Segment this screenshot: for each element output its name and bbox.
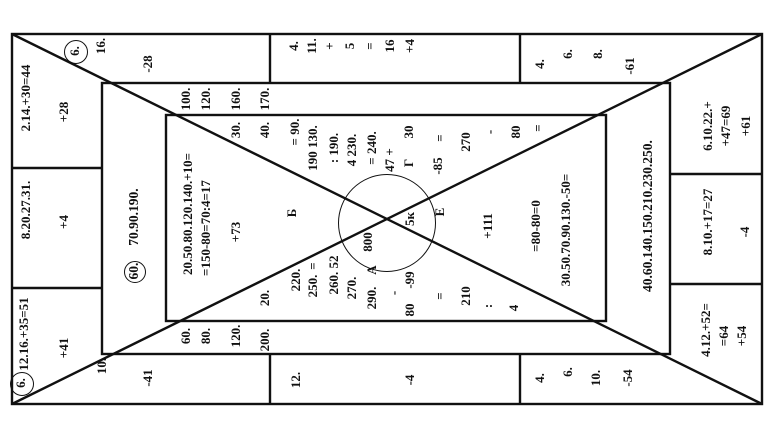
cell-text: 30.	[228, 121, 243, 139]
cell-text: 220.	[288, 268, 303, 292]
circle-mark	[10, 372, 34, 396]
cell-text: +	[322, 42, 337, 50]
cell-text: =80-80=0	[528, 200, 543, 252]
cell-text: 120.	[228, 324, 243, 348]
cell-text: 12.	[288, 371, 303, 389]
cell-text: 20.	[257, 289, 272, 307]
cell-text: 30.50.70.90.130.-50=	[558, 173, 573, 287]
cell-text: 40.	[257, 121, 272, 139]
outer-border	[10, 32, 764, 406]
cell-text: 260. 52	[326, 255, 341, 295]
cell-text: E	[432, 207, 447, 217]
cell-text: 80	[402, 303, 417, 317]
cell-text: =	[432, 292, 447, 300]
cell-text: 800	[360, 232, 375, 252]
cell-text: 6.	[13, 378, 28, 388]
cell-text: 250.	[305, 274, 320, 298]
cell-text: = 240.	[364, 131, 379, 165]
cell-text: +111	[480, 213, 495, 239]
cell-text: =64	[716, 325, 731, 347]
cell-text: 47 +	[382, 148, 397, 172]
cell-text: 4	[506, 304, 521, 312]
cell-text: -4	[402, 374, 417, 386]
cell-text: -4	[737, 226, 752, 238]
cell-text: 8.10.+17=27	[700, 188, 715, 256]
cell-text: 16.	[93, 37, 108, 55]
cell-text: 8.20.27.31.	[18, 180, 33, 240]
cell-text: A	[364, 265, 379, 275]
cell-text: =	[305, 262, 320, 270]
cell-text: 4 230.	[344, 133, 359, 167]
cell-text: 4.	[532, 373, 547, 383]
cell-text: 6.	[67, 46, 82, 56]
cell-text: 6.10.22.+	[700, 101, 715, 151]
cell-text: 10.	[588, 369, 603, 387]
cell-text: 4.	[286, 41, 301, 51]
cell-text: =	[362, 42, 377, 50]
cell-text: -	[386, 290, 401, 296]
cell-text: 8.	[590, 49, 605, 59]
cell-text: 5	[342, 42, 357, 50]
cell-text: 6.	[560, 49, 575, 59]
cell-text: 100.	[178, 87, 193, 111]
cell-text: 270.	[344, 276, 359, 300]
cell-text: 5к	[402, 212, 417, 226]
cell-text: 290.	[364, 286, 379, 310]
cell-text: 10.	[94, 357, 109, 375]
cell-text: 16	[382, 39, 397, 53]
cell-text: 20.50.80.120.140.+10=	[180, 152, 195, 276]
cell-text: 30	[401, 125, 416, 139]
cell-text: =	[530, 124, 545, 132]
cell-text: 11.	[304, 38, 319, 54]
cell-text: +54	[734, 325, 749, 347]
cell-text: 12.16.+35=51	[16, 297, 31, 371]
circle-mark	[124, 261, 146, 283]
cell-text: 60.	[126, 262, 141, 280]
cell-text: Г	[401, 158, 416, 168]
cell-text: =150-80=70:4=17	[198, 180, 213, 276]
cell-text: -28	[140, 55, 155, 73]
cell-text: 210	[458, 286, 473, 306]
cell-text: = 90.	[287, 118, 302, 146]
cell-text: 170.	[257, 87, 272, 111]
cell-text: 70.90.190.	[126, 188, 141, 246]
cell-text: -41	[140, 369, 155, 387]
cell-text: +61	[738, 115, 753, 137]
cell-text: +47=69	[718, 105, 733, 147]
cell-text: 120.	[198, 87, 213, 111]
cell-text: 200.	[257, 328, 272, 352]
cell-text: -54	[620, 369, 635, 387]
cell-text: 80.	[198, 327, 213, 345]
cell-text: 2.14.+30=44	[18, 64, 33, 132]
cell-text: -61	[622, 57, 637, 75]
inner-border	[164, 113, 608, 323]
cell-text: =	[432, 134, 447, 142]
cell-text: +73	[228, 221, 243, 243]
cell-text: +28	[56, 101, 71, 123]
cell-text: -85	[430, 157, 445, 175]
cell-text: Б	[284, 208, 299, 218]
cell-text: 40.60.140.150.210.230.250.	[640, 140, 655, 292]
cell-text: : 190.	[326, 132, 341, 164]
center-circle	[338, 174, 436, 272]
cell-text: 6.	[560, 367, 575, 377]
cell-text: 160.	[228, 87, 243, 111]
cell-text: 270	[458, 132, 473, 152]
cell-text: :	[480, 303, 495, 309]
cell-text: +4	[56, 215, 71, 229]
middle-border	[100, 81, 672, 356]
cell-text: 80	[508, 125, 523, 139]
cell-text: +4	[402, 39, 417, 53]
cell-text: 190 130.	[305, 125, 320, 171]
cell-text: +41	[56, 337, 71, 359]
circle-mark	[64, 40, 88, 64]
cell-text: 60.	[178, 327, 193, 345]
cell-text: 4.12.+52=	[698, 303, 713, 357]
cell-text: -99	[402, 271, 417, 289]
cell-text: -	[482, 129, 497, 135]
cell-text: 4.	[532, 59, 547, 69]
